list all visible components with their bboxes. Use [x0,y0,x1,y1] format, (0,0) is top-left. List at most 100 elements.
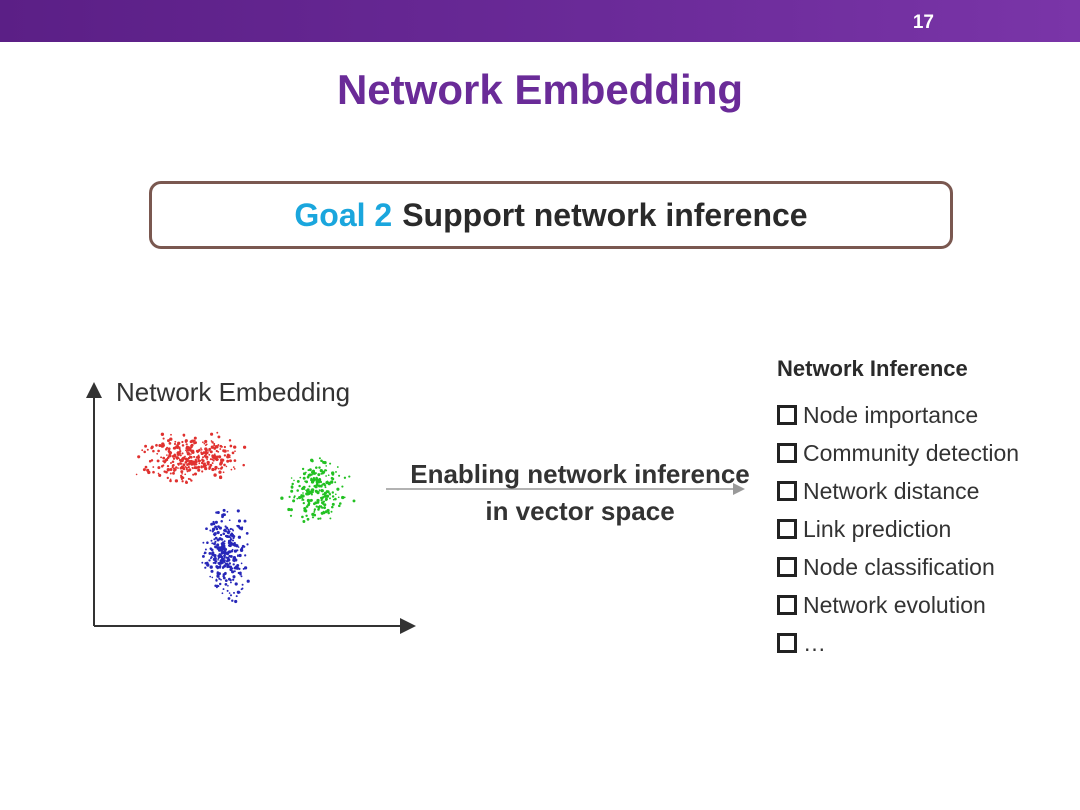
cluster-point [242,445,247,449]
cluster-point [312,476,316,480]
cluster-point [231,451,235,455]
cluster-point [243,519,247,523]
cluster-point [313,508,317,511]
cluster-point [324,510,328,514]
cluster-point [319,480,323,484]
cluster-point [233,467,236,470]
cluster-point [227,597,231,600]
cluster-point [311,516,315,519]
cluster-point [234,565,238,569]
cluster-point [305,489,307,492]
cluster-point [334,493,337,496]
cluster-point [226,459,230,463]
cluster-point [244,554,247,557]
cluster-point [225,465,228,468]
cluster-point [330,510,333,513]
cluster-point [301,486,305,490]
cluster-point [178,451,181,454]
cluster-point [183,456,186,459]
goal-prefix: Goal 2 [294,196,393,233]
cluster-point [160,465,164,468]
list-item: Network distance [777,472,1019,510]
cluster-point [229,543,232,546]
cluster-point [152,449,155,453]
cluster-point [186,445,190,449]
cluster-point [189,455,191,458]
cluster-point [208,447,212,451]
cluster-point [194,441,198,444]
cluster-point [210,440,213,442]
cluster-point [211,542,214,545]
cluster-point [310,480,315,484]
cluster-point [228,577,231,581]
cluster-point [317,508,320,511]
cluster-point [321,472,324,475]
cluster-point [322,500,326,503]
cluster-point [318,477,321,481]
cluster-point [290,477,293,479]
cluster-point [215,527,219,531]
cluster-point [203,442,206,445]
cluster-point [230,468,233,471]
cluster-point [312,469,315,473]
cluster-point [324,469,327,472]
cluster-point [343,496,346,499]
cluster-point [306,517,310,521]
cluster-point [310,493,313,496]
cluster-point [222,548,225,551]
cluster-point [181,444,185,447]
cluster-point [168,453,172,458]
cluster-point [226,510,229,513]
cluster-point [233,560,236,563]
cluster-point [296,497,299,500]
cluster-point [296,489,299,492]
cluster-point [179,454,182,457]
cluster-point [174,468,177,471]
cluster-point [208,559,211,562]
cluster-point [238,526,242,530]
cluster-point [177,441,181,445]
slide-title: Network Embedding [336,66,744,113]
cluster-point [188,460,192,463]
cluster-point [241,526,244,529]
cluster-point [233,549,238,553]
cluster-point [186,448,190,452]
cluster-point [229,444,233,448]
cluster-point [192,473,195,476]
cluster-point [216,574,219,577]
cluster-point [180,470,184,474]
cluster-point [169,437,173,441]
cluster-point [197,468,201,472]
list-item: Node importance [777,396,1019,434]
cluster-point [327,511,330,513]
cluster-point [212,459,215,462]
cluster-point [157,472,160,475]
cluster-point [223,463,226,467]
cluster-point [311,491,314,494]
cluster-point [175,445,179,449]
cluster-point [217,435,221,439]
cluster-point [307,469,310,472]
cluster-point [225,526,229,530]
cluster-point [145,466,147,468]
cluster-point [146,448,149,451]
cluster-point [301,467,305,471]
cluster-point [300,494,304,498]
cluster-point [203,462,206,465]
cluster-point [308,485,311,488]
cluster-point [234,599,238,604]
cluster-point [202,441,204,444]
cluster-point [186,470,189,473]
arrow-caption-line-2: in vector space [485,496,675,526]
cluster-point [217,525,220,528]
cluster-point [185,468,188,471]
cluster-point [214,465,218,470]
cluster-point [165,470,168,474]
cluster-point [182,463,186,467]
cluster-point [293,495,296,498]
cluster-point [221,515,224,518]
cluster-point [228,540,231,543]
cluster-point [325,475,327,477]
cluster-point [184,473,187,476]
cluster-point [223,565,227,568]
